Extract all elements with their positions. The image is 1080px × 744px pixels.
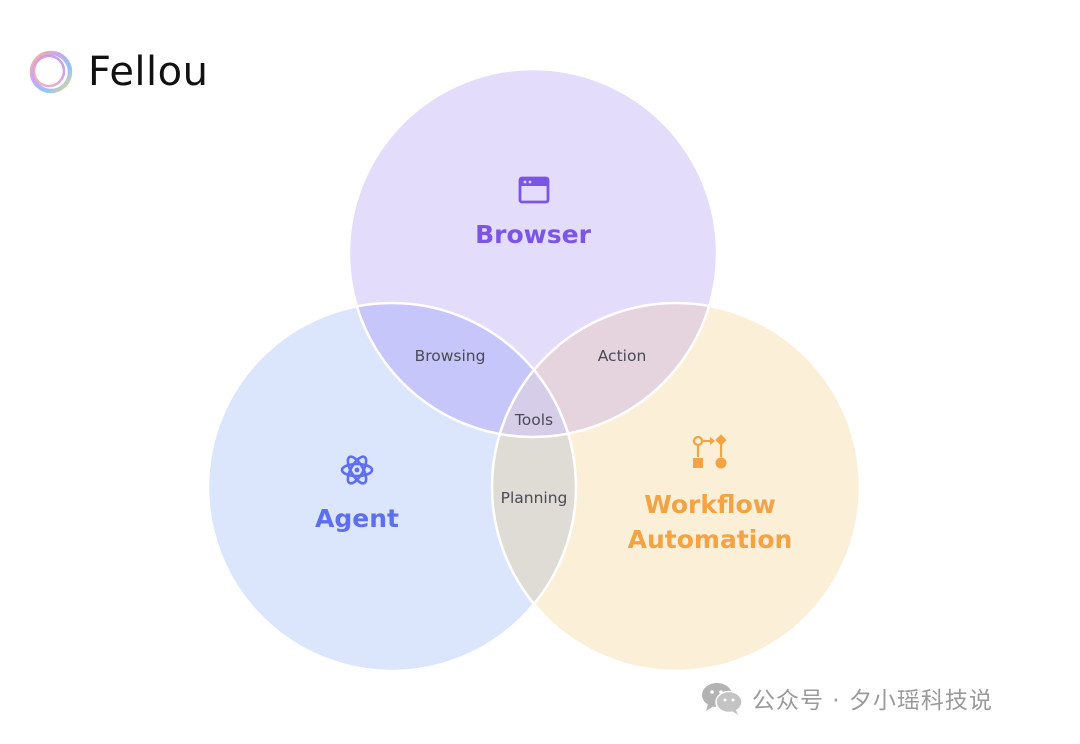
region-action (492, 303, 717, 437)
wechat-icon (702, 683, 743, 715)
region-browsing (349, 303, 576, 437)
region-label-planning: Planning (501, 489, 568, 507)
region-label-browsing: Browsing (415, 347, 486, 365)
watermark-text: 公众号 · 夕小瑶科技说 (752, 688, 993, 714)
outline-agent (206, 301, 578, 673)
region-label-action: Action (598, 347, 647, 365)
ring-logo-icon (29, 50, 73, 94)
outline-workflow (490, 301, 862, 673)
set-label-workflow-line1: Workflow (644, 490, 776, 519)
set-label-agent: Agent (315, 504, 399, 533)
set-label-browser: Browser (475, 220, 591, 249)
browser-window-icon (518, 176, 550, 204)
outline-browser (347, 67, 719, 439)
brand-name: Fellou (88, 49, 209, 95)
set-label-workflow-line2: Automation (628, 525, 793, 554)
watermark: 公众号 · 夕小瑶科技说 (700, 676, 993, 720)
atom-icon (340, 455, 374, 485)
brand-logo: Fellou (26, 44, 208, 100)
region-label-tools: Tools (514, 411, 553, 429)
